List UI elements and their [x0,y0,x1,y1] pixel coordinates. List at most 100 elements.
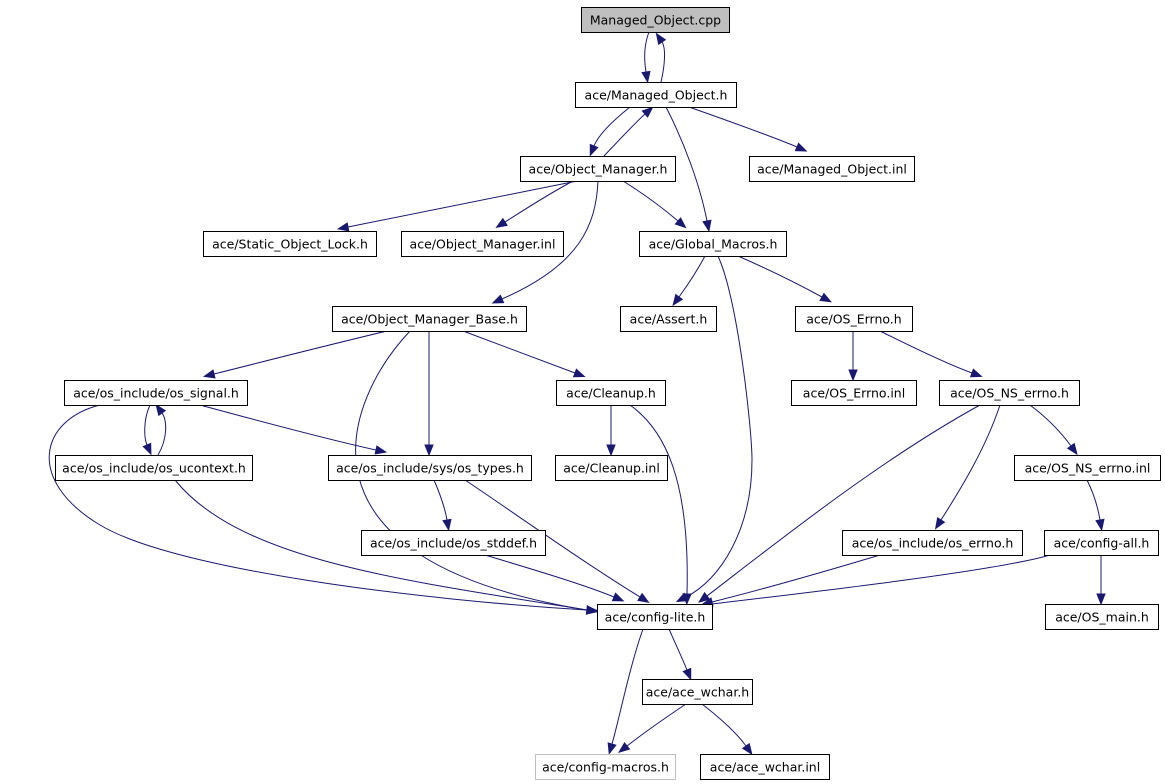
node-ace-os-main-h[interactable]: ace/OS_main.h [1045,604,1159,630]
edge-arrowhead [794,142,808,152]
node-ace-cleanup-inl[interactable]: ace/Cleanup.inl [555,455,668,481]
node-ace-os-include-os-errno-h[interactable]: ace/os_include/os_errno.h [842,530,1023,556]
node-label: Managed_Object.cpp [590,13,721,28]
edge-n1-to-n6 [665,106,712,233]
edge-arrowhead [202,369,216,379]
node-label: ace/Object_Manager.inl [410,237,556,252]
node-ace-object-manager-base-h[interactable]: ace/Object_Manager_Base.h [332,306,527,332]
edge-line [144,404,151,446]
edge-arrowhead [819,292,832,303]
edge-arrowhead [682,593,692,606]
node-ace-object-manager-inl[interactable]: ace/Object_Manager.inl [401,231,564,257]
edge-n7-to-n10 [202,330,388,379]
node-box [1045,604,1159,630]
node-box [1044,530,1159,556]
node-ace-managed-object-h[interactable]: ace/Managed_Object.h [575,82,737,108]
node-label: ace/Global_Macros.h [649,237,778,252]
edge-arrowhead [934,517,946,530]
edge-n0-to-n1 [641,31,651,84]
edge-line [629,404,688,595]
edge-n14-to-n10 [155,403,167,456]
edge-n13-to-n19 [934,404,1001,530]
node-box [328,455,532,481]
node-ace-os-include-sys-os-types-h[interactable]: ace/os_include/sys/os_types.h [328,455,532,481]
node-ace-managed-object-inl[interactable]: ace/Managed_Object.inl [749,156,915,182]
edge-line [199,404,377,451]
node-ace-cleanup-h[interactable]: ace/Cleanup.h [556,380,666,406]
node-ace-os-errno-h[interactable]: ace/OS_Errno.h [795,306,913,332]
edge-line [737,255,823,298]
node-label: ace/Managed_Object.inl [757,162,907,177]
edge-line [665,106,708,222]
edge-line [685,255,753,598]
node-label: ace/config-lite.h [605,610,706,625]
edge-arrowhead [572,368,586,378]
edge-line [1086,479,1101,521]
edge-n15-to-n18 [433,479,452,532]
node-ace-os-errno-inl[interactable]: ace/OS_Errno.inl [791,380,917,406]
edge-arrowhead [741,742,753,756]
node-ace-config-all-h[interactable]: ace/config-all.h [1044,530,1159,556]
edge-arrowhead [702,219,712,233]
edge-line [464,479,641,598]
edge-arrowhead [142,442,152,456]
edge-n20-to-n21 [700,554,1051,609]
node-ace-os-ns-errno-h[interactable]: ace/OS_NS_errno.h [939,380,1080,406]
edge-line [1029,404,1072,447]
node-box [1014,455,1161,481]
edge-n11-to-n16 [606,405,616,457]
node-label: ace/ace_wchar.h [646,685,749,700]
edge-arrowhead [611,592,625,602]
node-box [64,380,248,406]
edge-n1-to-n0 [655,32,667,83]
edge-arrowhead [1096,593,1106,606]
edge-arrowhead [672,293,684,307]
edge-n18-to-n21 [484,554,625,602]
edge-n11-to-n21 [629,404,692,606]
node-label: ace/os_include/os_stddef.h [370,536,537,551]
node-ace-static-object-lock-h[interactable]: ace/Static_Object_Lock.h [203,231,377,257]
node-label: ace/Cleanup.h [566,386,656,401]
node-ace-global-macros-h[interactable]: ace/Global_Macros.h [639,231,787,257]
edge-arrowhead [442,518,452,532]
node-label: ace/Managed_Object.h [585,88,728,103]
edge-n2-to-n1 [603,106,654,157]
edge-line [347,180,578,228]
node-box [55,455,253,481]
node-managed-object-cpp[interactable]: Managed_Object.cpp [581,7,730,33]
edge-arrowhead [1095,518,1105,532]
edge-n1-to-n3 [688,106,808,152]
node-ace-os-ns-errno-inl[interactable]: ace/OS_NS_errno.inl [1014,455,1161,481]
edge-n6-to-n9 [737,255,832,303]
edge-line [433,479,448,521]
edge-arrowhead [655,32,667,46]
node-ace-os-include-os-signal-h[interactable]: ace/os_include/os_signal.h [64,380,248,406]
edge-n9-to-n13 [879,330,983,378]
node-ace-config-macros-h[interactable]: ace/config-macros.h [535,754,676,780]
edge-n6-to-n8 [672,255,706,307]
node-ace-config-lite-h[interactable]: ace/config-lite.h [597,604,713,630]
edge-arrowhead [641,70,651,84]
edge-n2-to-n4 [336,180,578,232]
edge-n13-to-n21 [697,404,981,603]
node-ace-os-include-os-ucontext-h[interactable]: ace/os_include/os_ucontext.h [55,455,253,481]
edge-line [611,628,644,745]
edge-line [174,479,588,611]
edge-line [701,703,747,747]
node-box [700,754,830,780]
edge-line [678,255,706,298]
node-ace-assert-h[interactable]: ace/Assert.h [620,306,717,332]
node-box [203,231,377,257]
node-ace-os-include-os-stddef-h[interactable]: ace/os_include/os_stddef.h [361,530,546,556]
node-label: ace/OS_NS_errno.inl [1025,461,1151,476]
node-ace-object-manager-h[interactable]: ace/Object_Manager.h [520,156,676,182]
edge-line [626,703,687,747]
edge-line [462,330,576,374]
node-ace-ace-wchar-inl[interactable]: ace/ace_wchar.inl [700,754,830,780]
edge-n10-to-n21 [48,404,599,615]
node-box [556,380,666,406]
edge-n1-to-n2 [589,106,631,157]
node-ace-ace-wchar-h[interactable]: ace/ace_wchar.h [642,679,753,705]
edge-line [711,554,881,603]
